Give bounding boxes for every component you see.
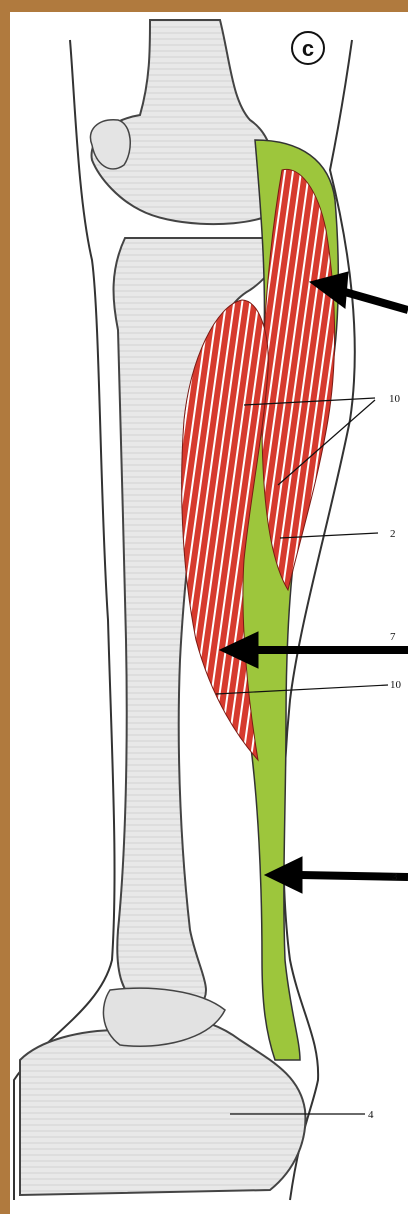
label-4: 4: [368, 1109, 374, 1121]
arrow-lower: [265, 857, 408, 893]
gastrocnemius-muscle: [262, 169, 335, 590]
label-7: 7: [390, 631, 396, 643]
panel-letter-badge: c: [292, 32, 324, 64]
arrow-middle: [220, 632, 408, 668]
label-10-top: 10: [389, 393, 401, 405]
panel-letter: c: [302, 36, 314, 61]
label-10-bottom: 10: [390, 679, 402, 691]
label-2: 2: [390, 528, 396, 540]
label-3: 3: [392, 871, 398, 883]
leg-skin-outline: [14, 40, 115, 1200]
